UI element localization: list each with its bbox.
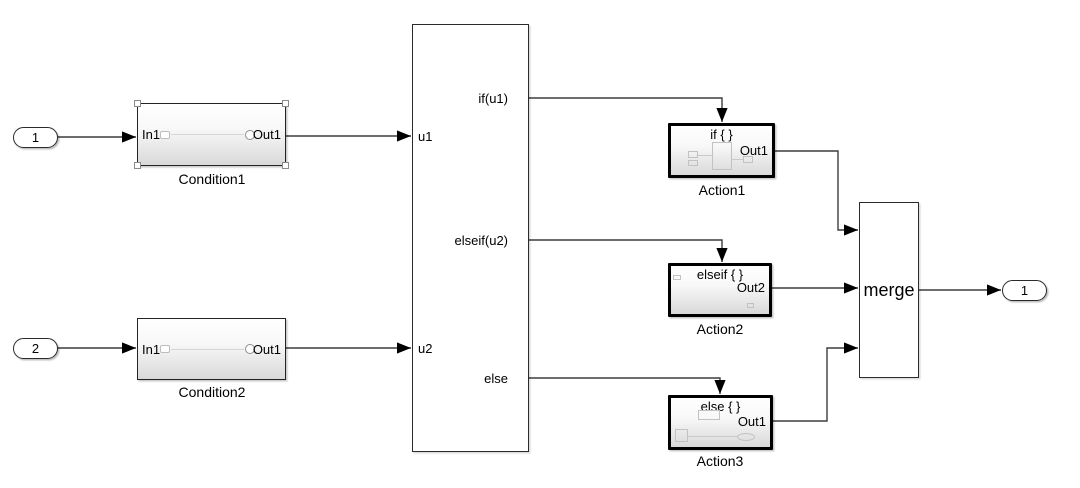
action1-name[interactable]: Action1 bbox=[698, 182, 746, 198]
selection-handle-top-left[interactable] bbox=[134, 100, 141, 107]
condition2-outport-label: Out1 bbox=[252, 341, 281, 357]
action1-header: if { } bbox=[710, 127, 733, 142]
action2-outport-label: Out2 bbox=[736, 280, 765, 295]
subsystem-preview-line bbox=[171, 348, 244, 350]
if-block-input-u2: u2 bbox=[418, 341, 433, 356]
inport-2-label: 2 bbox=[31, 341, 40, 356]
subsystem-preview-block bbox=[673, 275, 681, 280]
subsystem-preview-block bbox=[688, 160, 698, 166]
outport-glyph-icon bbox=[244, 129, 255, 140]
outport-1-label: 1 bbox=[1020, 283, 1029, 298]
subsystem-preview-port-icon bbox=[737, 433, 755, 441]
action3-header: else { } bbox=[700, 399, 741, 414]
selection-handle-bottom-left[interactable] bbox=[134, 162, 141, 169]
condition1-preview: In1 Out1 bbox=[138, 104, 285, 165]
condition2-preview: In1 Out1 bbox=[138, 319, 285, 379]
subsystem-preview-line bbox=[171, 134, 244, 135]
condition2-block[interactable]: In1 Out1 bbox=[137, 318, 286, 380]
if-block-output-if: if(u1) bbox=[478, 91, 508, 106]
action2-block[interactable]: elseif { } Out2 bbox=[668, 263, 772, 317]
inport-1-label: 1 bbox=[31, 130, 40, 145]
condition1-name[interactable]: Condition1 bbox=[178, 171, 246, 187]
if-block-output-elseif: elseif(u2) bbox=[454, 233, 508, 248]
selection-handle-bottom-right[interactable] bbox=[282, 162, 289, 169]
action3-outport-label: Out1 bbox=[737, 414, 766, 429]
merge-block-label: merge bbox=[863, 279, 915, 300]
inport-2[interactable]: 2 bbox=[13, 338, 58, 359]
outport-1[interactable]: 1 bbox=[1002, 280, 1047, 301]
subsystem-preview-block bbox=[698, 410, 720, 420]
wire-elseif-u2-to-action2[interactable] bbox=[529, 239, 728, 262]
subsystem-preview-block bbox=[743, 156, 753, 163]
action3-block[interactable]: else { } Out1 bbox=[668, 395, 773, 450]
condition1-block[interactable]: In1 Out1 bbox=[134, 100, 289, 169]
outport-glyph-icon bbox=[244, 344, 255, 354]
if-block[interactable]: u1 u2 if(u1) elseif(u2) else bbox=[412, 24, 529, 452]
inport-1[interactable]: 1 bbox=[13, 127, 58, 148]
merge-block[interactable]: merge bbox=[859, 202, 919, 378]
subsystem-preview-line bbox=[732, 159, 743, 160]
action2-header: elseif { } bbox=[696, 267, 744, 282]
action3-name[interactable]: Action3 bbox=[696, 453, 744, 469]
subsystem-preview-block bbox=[688, 151, 698, 158]
if-block-input-u1: u1 bbox=[418, 129, 433, 144]
selection-handle-top-right[interactable] bbox=[282, 100, 289, 107]
subsystem-preview-line bbox=[698, 155, 712, 156]
subsystem-preview-line bbox=[688, 436, 737, 437]
condition1-outport-label: Out1 bbox=[252, 127, 281, 142]
condition1-inport-label: In1 bbox=[142, 127, 161, 142]
inport-glyph-icon bbox=[160, 345, 171, 353]
subsystem-preview-block bbox=[747, 303, 754, 308]
subsystem-preview-block bbox=[712, 142, 732, 170]
wire-action3-to-merge[interactable] bbox=[773, 342, 858, 422]
wire-else-to-action3[interactable] bbox=[529, 377, 726, 394]
action2-name[interactable]: Action2 bbox=[696, 321, 744, 337]
if-block-output-else: else bbox=[484, 371, 508, 386]
wire-if-u1-to-action1[interactable] bbox=[529, 97, 728, 122]
inport-glyph-icon bbox=[160, 130, 171, 139]
action1-block[interactable]: if { } Out1 bbox=[668, 123, 775, 178]
wire-action1-to-merge[interactable] bbox=[775, 150, 858, 236]
subsystem-preview-block bbox=[675, 429, 688, 442]
condition2-inport-label: In1 bbox=[142, 341, 161, 357]
action1-outport-label: Out1 bbox=[739, 143, 768, 158]
condition2-name[interactable]: Condition2 bbox=[178, 384, 246, 400]
